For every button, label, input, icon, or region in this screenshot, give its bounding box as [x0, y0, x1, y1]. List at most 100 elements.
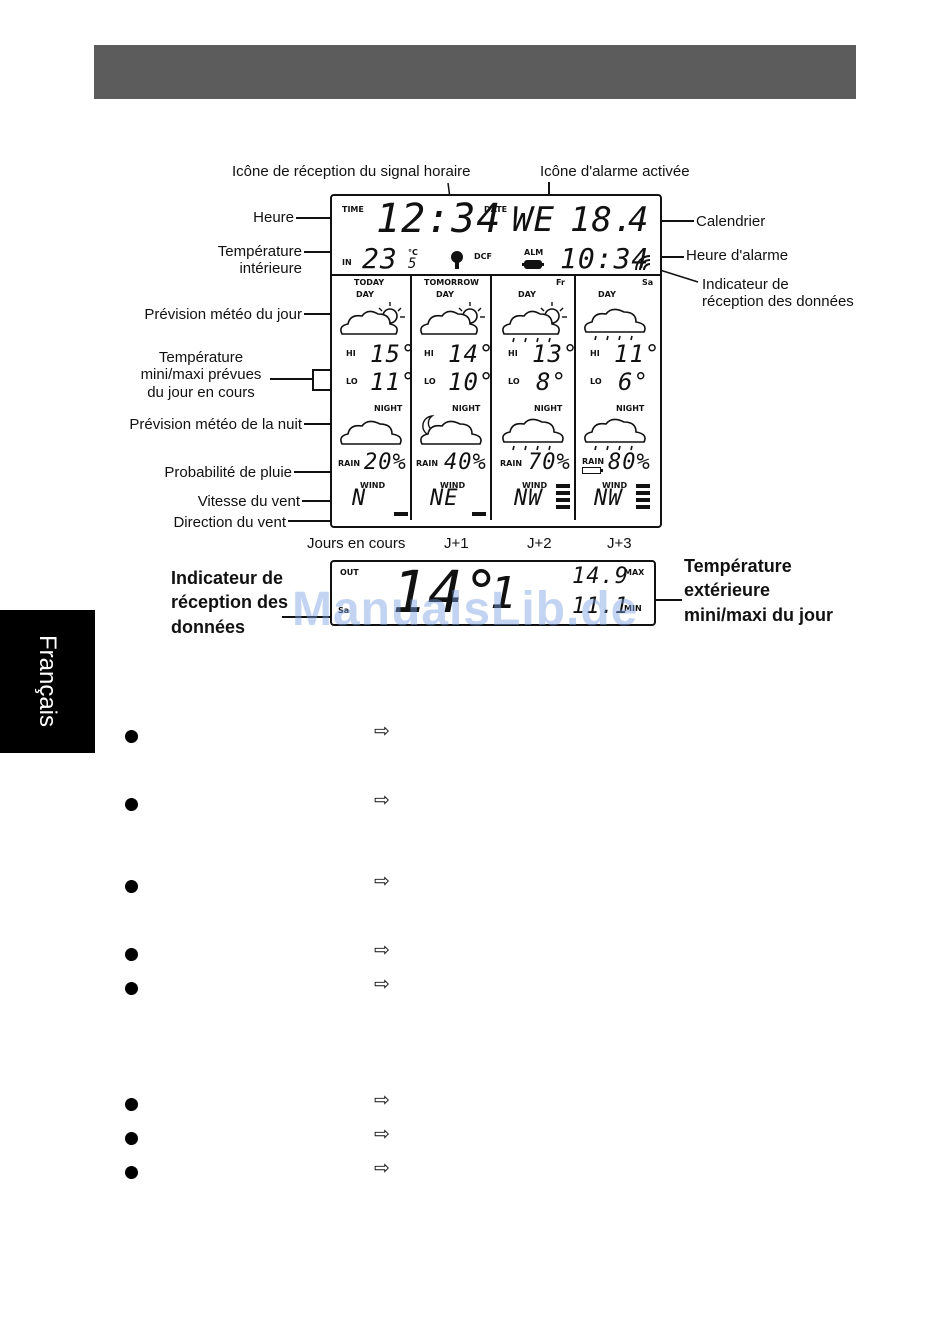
lcd-main-display: TIME 12:34 DATE WE 18. 4 IN 23 °C 5 DCF … — [330, 194, 662, 528]
forecast-head: Sa — [642, 278, 654, 287]
leader-pluie — [294, 471, 356, 473]
lcd-divider — [332, 274, 660, 276]
leader-calendrier — [656, 220, 694, 222]
watermark: ManualsLib.de — [292, 583, 639, 636]
alarm-bell-icon — [522, 260, 544, 269]
cloud-rain-icon — [502, 418, 564, 451]
reception-signal-icon — [635, 255, 651, 271]
hi-temp: 15° — [370, 340, 417, 368]
arrow-right-icon: ⇨ — [374, 1090, 390, 1111]
cloud-rain-icon — [584, 308, 646, 341]
rain-value: 20% — [364, 450, 407, 475]
arrow-right-icon: ⇨ — [374, 974, 390, 995]
bullet-6 — [125, 1098, 138, 1111]
sun-cloud-rain-icon — [502, 302, 567, 343]
calendrier-label: Calendrier — [696, 213, 766, 230]
arrow-right-icon: ⇨ — [374, 1124, 390, 1145]
arrow-right-icon: ⇨ — [374, 871, 390, 892]
proba-pluie-label: Probabilité de pluie — [164, 464, 292, 481]
j3-label: J+3 — [607, 535, 632, 552]
indicateur-reception-label: Indicateur de réception des données — [702, 276, 854, 311]
lo-label: LO — [590, 377, 602, 386]
wind-speed-bars — [472, 512, 486, 516]
rain-label: RAIN — [500, 459, 523, 468]
leader-minmax-hi — [312, 369, 338, 371]
wind-direction: NE — [430, 486, 459, 511]
hi-label: HI — [346, 349, 356, 358]
wind-direction: N — [352, 486, 367, 511]
leader-temp-int — [304, 251, 334, 253]
temp-interieure-label: Température intérieure — [217, 243, 302, 278]
forecast-head: Fr — [556, 278, 565, 287]
bullet-3 — [125, 880, 138, 893]
wind-direction: NW — [514, 486, 543, 511]
forecast-column-tomorrow: TOMORROW DAY HI 14° LO 10° NIGHT RAIN 40… — [412, 276, 495, 520]
wind-label: WIND — [602, 481, 628, 490]
day-value: 18. — [570, 200, 635, 240]
alarm-time: 10:34 — [560, 242, 650, 275]
sun-cloud-icon — [340, 302, 405, 335]
lo-temp: 11° — [370, 368, 417, 396]
indicateur-reception-out-label: Indicateur de réception des données — [171, 568, 289, 637]
leader-vitesse — [302, 500, 352, 502]
indoor-temp: 23 — [362, 242, 398, 275]
bullet-5 — [125, 982, 138, 995]
signal-icon-label: Icône de réception du signal horaire — [232, 163, 471, 180]
wind-speed-bars — [636, 484, 650, 509]
leader-minmax-lo — [312, 389, 338, 391]
wind-label: WIND — [440, 481, 466, 490]
lo-label: LO — [508, 377, 520, 386]
moon-cloud-icon — [420, 415, 482, 445]
sa-label: Sa — [338, 606, 350, 615]
forecast-column-j2: Fr DAY HI 13° LO 8° NIGHT RAIN 70% WIND … — [496, 276, 577, 520]
j2-label: J+2 — [527, 535, 552, 552]
hi-label: HI — [424, 349, 434, 358]
header-bar — [94, 45, 856, 99]
min-label: MIN — [624, 604, 642, 613]
weekday-value: WE — [512, 200, 555, 240]
bullet-4 — [125, 948, 138, 961]
forecast-column-j3: Sa DAY HI 11° LO 6° NIGHT RAIN 80% WIND … — [578, 276, 659, 520]
temp-minmax-label: Température mini/maxi prévues du jour en… — [140, 349, 262, 401]
forecast-column-today: TODAY DAY HI 15° LO 11° NIGHT RAIN 20% W… — [332, 276, 415, 520]
outdoor-temp: 14° — [392, 558, 500, 626]
day-label: DAY — [598, 290, 616, 299]
heure-alarme-label: Heure d'alarme — [686, 247, 789, 264]
wind-speed-bars — [556, 484, 570, 509]
day-label: DAY — [436, 290, 454, 299]
rain-label: RAIN — [338, 459, 361, 468]
date-label: DATE — [484, 205, 508, 214]
lo-temp: 10° — [448, 368, 495, 396]
leader-reception-out — [282, 616, 342, 618]
hi-label: HI — [590, 349, 600, 358]
prevision-jour-label: Prévision météo du jour — [144, 306, 302, 323]
lo-label: LO — [424, 377, 436, 386]
bullet-8 — [125, 1166, 138, 1179]
month-value: 4 — [628, 200, 650, 240]
max-label: MAX — [624, 568, 645, 577]
rain-label: RAIN — [416, 459, 439, 468]
arrow-right-icon: ⇨ — [374, 790, 390, 811]
day-label: DAY — [356, 290, 374, 299]
wind-direction: NW — [594, 486, 623, 511]
leader-prevision-jour — [304, 313, 334, 315]
indoor-unit: °C — [408, 248, 418, 257]
forecast-head: TOMORROW — [424, 278, 479, 287]
outdoor-temp-decimal: 1 — [490, 568, 518, 619]
leader-minmax-bracket — [312, 369, 314, 389]
day-label: DAY — [518, 290, 536, 299]
wind-label: WIND — [522, 481, 548, 490]
rain-label: RAIN — [582, 457, 605, 466]
lcd-outdoor-display: OUT Sa 14° 1 14.9 MAX 11.1 MIN — [330, 558, 656, 626]
language-tab: Français — [0, 610, 95, 753]
arrow-right-icon: ⇨ — [374, 721, 390, 742]
min-temp: 11.1 — [572, 594, 629, 619]
leader-prevision-nuit — [304, 423, 334, 425]
prevision-nuit-label: Prévision météo de la nuit — [129, 416, 302, 433]
hi-temp: 14° — [448, 340, 495, 368]
j1-label: J+1 — [444, 535, 469, 552]
alarm-icon-label: Icône d'alarme activée — [540, 163, 690, 180]
wind-label: WIND — [360, 481, 386, 490]
leader-direction — [288, 520, 354, 522]
cloud-icon — [340, 420, 402, 445]
